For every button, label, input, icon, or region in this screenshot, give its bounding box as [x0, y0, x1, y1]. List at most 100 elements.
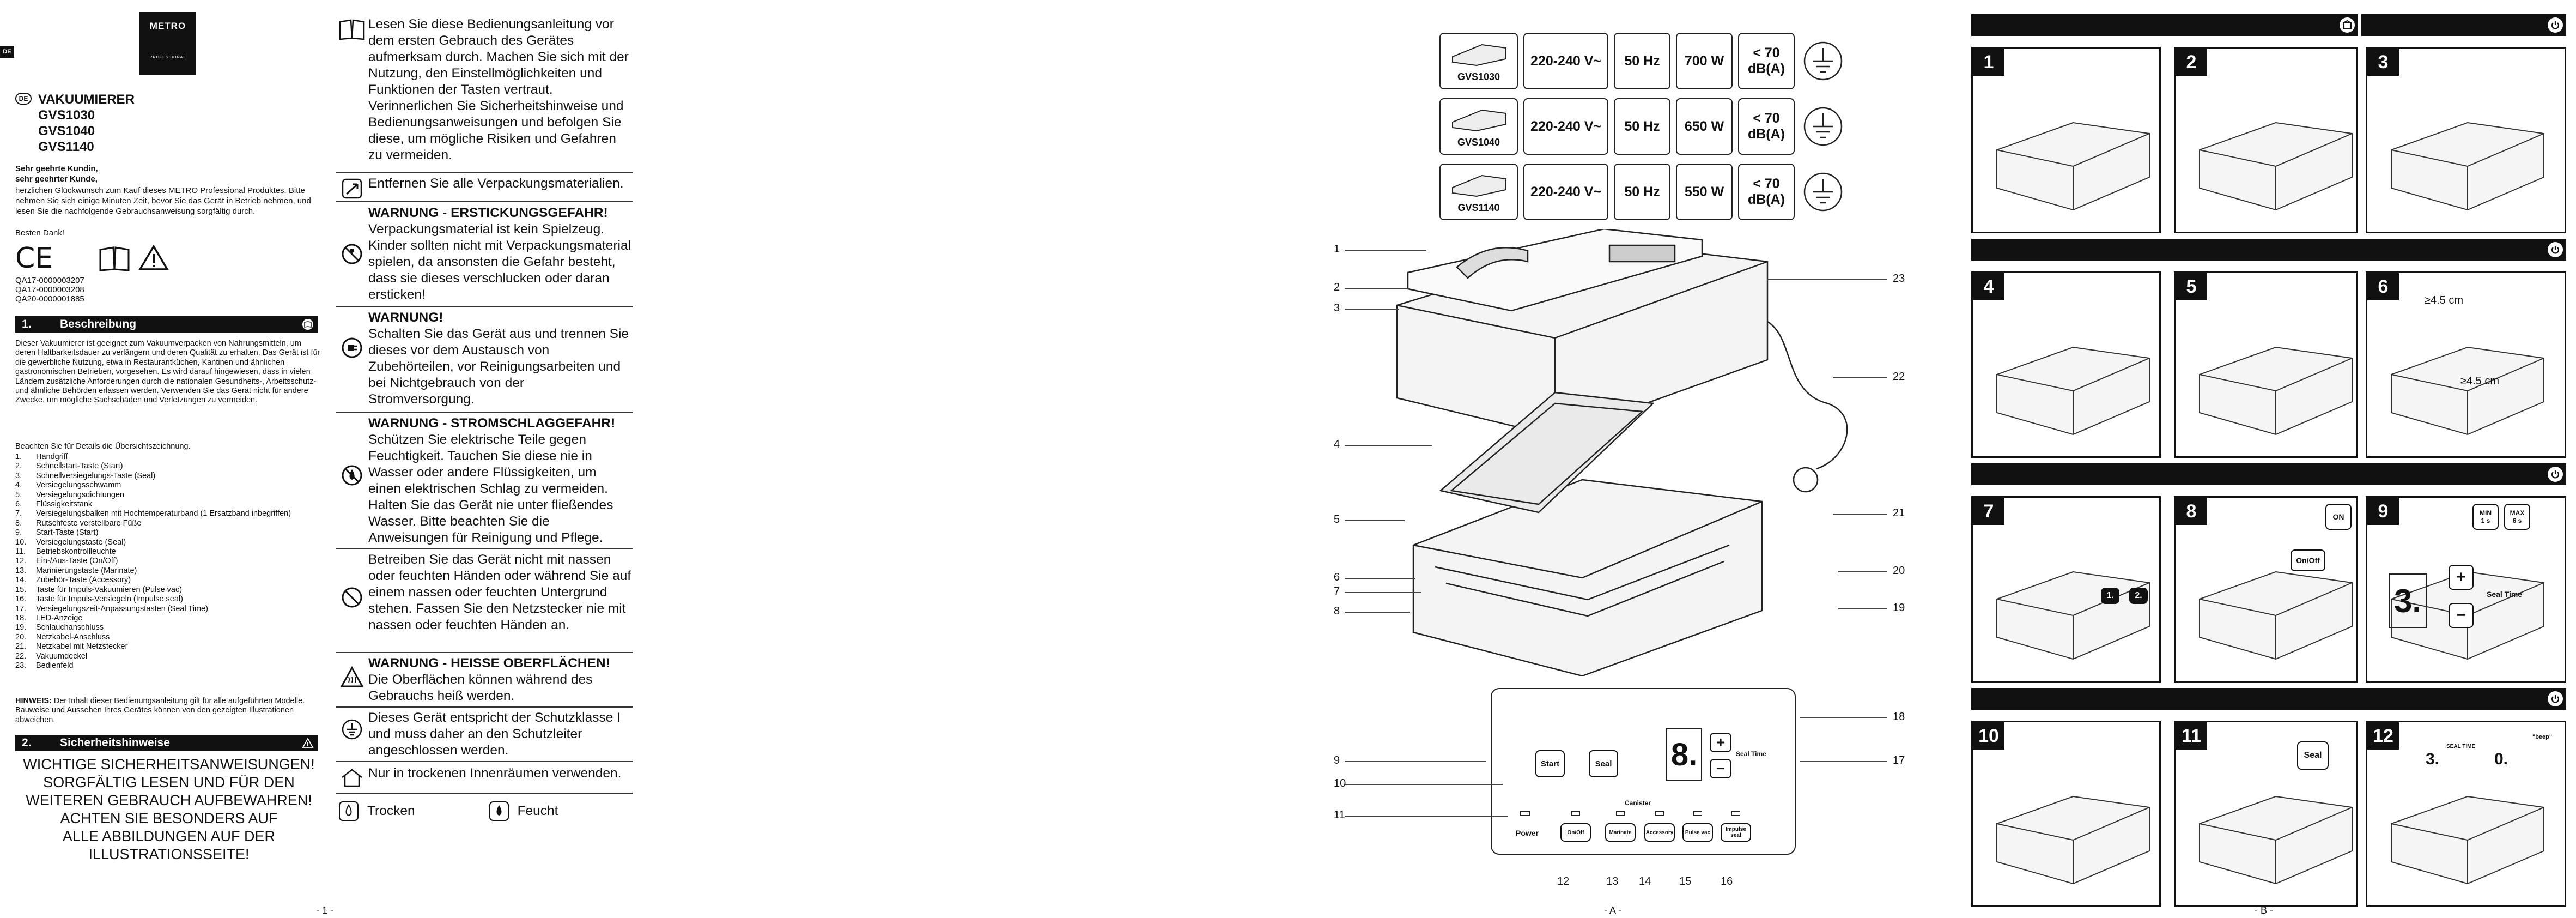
- callout-line: [1345, 761, 1486, 762]
- panel-number: 2: [2176, 49, 2207, 76]
- panel-button[interactable]: On/Off: [1560, 823, 1591, 842]
- panel-number: 5: [2176, 273, 2207, 300]
- seal-time-minus-button[interactable]: −: [1710, 759, 1731, 778]
- callout-number: 12: [1557, 875, 1570, 887]
- feature-item: 1.Handgriff: [15, 452, 331, 462]
- appliance-sketch: [2199, 571, 2353, 660]
- feature-label: Netzkabel mit Netzstecker: [36, 642, 128, 651]
- warning-text: Verpackungsmaterial ist kein Spielzeug. …: [368, 222, 631, 302]
- seal-button[interactable]: Seal: [1589, 750, 1618, 777]
- ce-mark: CE: [15, 242, 53, 275]
- greeting-line-2: sehr geehrter Kunde,: [15, 174, 98, 184]
- intro-text: herzlichen Glückwunsch zum Kauf dieses M…: [15, 186, 311, 216]
- illustration-panel: 6: [2366, 271, 2566, 458]
- feature-number: 18.: [15, 613, 27, 623]
- spec-value: 700 W: [1684, 53, 1724, 69]
- spec-noise-cell: < 70 dB(A): [1738, 33, 1795, 89]
- appliance-sketch: [2391, 795, 2544, 885]
- callout-number: 22: [1893, 371, 1905, 383]
- power-icon: [2551, 695, 2560, 703]
- features-intro: Beachten Sie für Details die Übersichtsz…: [15, 442, 191, 451]
- safety-line: SORGFÄLTIG LESEN UND FÜR DEN: [43, 774, 295, 790]
- feature-label: Versiegelungszeit-Anpassungstasten (Seal…: [36, 604, 208, 613]
- warning-wet-hands: Betreiben Sie das Gerät nicht mit nassen…: [336, 552, 633, 633]
- feature-number: 19.: [15, 623, 27, 632]
- warning-suffocation: WARNUNG - ERSTICKUNGSGEFAHR! Verpackungsm…: [336, 205, 633, 303]
- warning-unplug: WARNUNG!Schalten Sie das Gerät aus und t…: [336, 310, 633, 408]
- seal-press-button[interactable]: Seal: [2297, 741, 2329, 770]
- callout-number: 7: [1334, 585, 1340, 597]
- callout-line: [1800, 717, 1887, 718]
- appliance-sketch: [2199, 122, 2353, 211]
- warning-title: WARNUNG - STROMSCHLAGGEFAHR!: [368, 416, 616, 431]
- section-bar-bag: [1971, 239, 2566, 261]
- callout-number: 8: [1334, 605, 1340, 617]
- max-value: 6 s: [2512, 517, 2522, 524]
- spec-freq-cell: 50 Hz: [1614, 33, 1670, 89]
- callout-line: [1345, 816, 1508, 817]
- spec-value: 220-240 V~: [1530, 184, 1601, 200]
- callout-line: [1345, 578, 1415, 579]
- feature-number: 13.: [15, 566, 27, 575]
- seal-time-text: Seal Time: [2487, 590, 2523, 599]
- model-thumbnail: [1452, 174, 1506, 197]
- minus-button[interactable]: −: [2449, 603, 2474, 628]
- divider: [336, 201, 633, 202]
- warning-triangle-icon: [138, 244, 169, 270]
- feature-label: Taste für Impuls-Vakuumieren (Pulse vac): [36, 585, 183, 594]
- panel-button[interactable]: Marinate: [1605, 823, 1636, 842]
- spec-model-cell: GVS1040: [1439, 98, 1518, 155]
- callout-number: 10: [1334, 777, 1346, 789]
- plus-button[interactable]: +: [2449, 565, 2474, 590]
- no-child-icon: [342, 244, 362, 264]
- power-label: Power: [1516, 829, 1539, 837]
- page-number: - 1 -: [316, 905, 334, 916]
- spec-value: GVS1030: [1457, 71, 1500, 82]
- warning-hot-surfaces: WARNUNG - HEISSE OBERFLÄCHEN!Die Oberflä…: [336, 655, 633, 704]
- spec-value: 220-240 V~: [1530, 118, 1601, 134]
- divider: [336, 652, 633, 653]
- appliance-sketch: [2199, 346, 2353, 436]
- description-text: Dieser Vakuumierer ist geeignet zum Vaku…: [15, 339, 320, 405]
- warning-title: WARNUNG - ERSTICKUNGSGEFAHR!: [368, 206, 608, 220]
- spec-power-cell: 650 W: [1676, 98, 1733, 155]
- appliance-sketch: [2391, 122, 2544, 211]
- start-button[interactable]: Start: [1535, 750, 1565, 777]
- seal-time-plus-button[interactable]: +: [1710, 733, 1731, 752]
- panel-button[interactable]: Accessory: [1644, 823, 1675, 842]
- spec-value: < 70 dB(A): [1747, 111, 1785, 142]
- warning-text: Schalten Sie das Gerät aus und trennen S…: [368, 327, 629, 407]
- illustration-panel: 5: [2174, 271, 2358, 458]
- feature-label: Versiegelungstaste (Seal): [36, 537, 126, 547]
- appliance-sketch: [1996, 795, 2150, 885]
- feature-label: Schnellstart-Taste (Start): [36, 462, 123, 471]
- feature-item: 14.Zubehör-Taste (Accessory): [15, 576, 331, 585]
- product-title: VAKUUMIERER: [38, 92, 135, 107]
- ground-icon: [1803, 172, 1843, 212]
- illustration-panel: 4: [1971, 271, 2161, 458]
- control-panel: Start Seal 8. + − Seal Time Canister Pow…: [1491, 688, 1796, 855]
- clearance-side: ≥4.5 cm: [2460, 375, 2499, 387]
- on-off-button[interactable]: On/Off: [2291, 549, 2325, 571]
- panel-button[interactable]: Impulse seal: [1721, 823, 1751, 842]
- illustration-panel: 3: [2366, 47, 2566, 233]
- section-title: Beschreibung: [60, 318, 137, 330]
- feature-number: 17.: [15, 604, 27, 613]
- feature-item: 2.Schnellstart-Taste (Start): [15, 462, 331, 471]
- ground-icon: [1803, 107, 1843, 146]
- feature-item: 13. Marinierungstaste (Marinate): [15, 566, 331, 576]
- callout-number: 14: [1639, 875, 1651, 887]
- illustration-panel: 8: [2174, 496, 2358, 683]
- section-number: 1.: [22, 318, 32, 330]
- feature-item: 7.Versiegelungsbalken mit Hochtemperatur…: [15, 509, 331, 518]
- illustration-panel: 2: [2174, 47, 2358, 233]
- spec-table: GVS1030 220-240 V~ 50 Hz 700 W < 70 dB(A) GVS…: [1439, 33, 1843, 229]
- callout-number: 19: [1893, 602, 1905, 614]
- panel-button[interactable]: Pulse vac: [1682, 823, 1713, 842]
- seal-time-label: Seal Time: [1736, 750, 1766, 758]
- feature-label: Marinierungstaste (Marinate): [36, 566, 137, 575]
- callout-number: 21: [1893, 507, 1905, 519]
